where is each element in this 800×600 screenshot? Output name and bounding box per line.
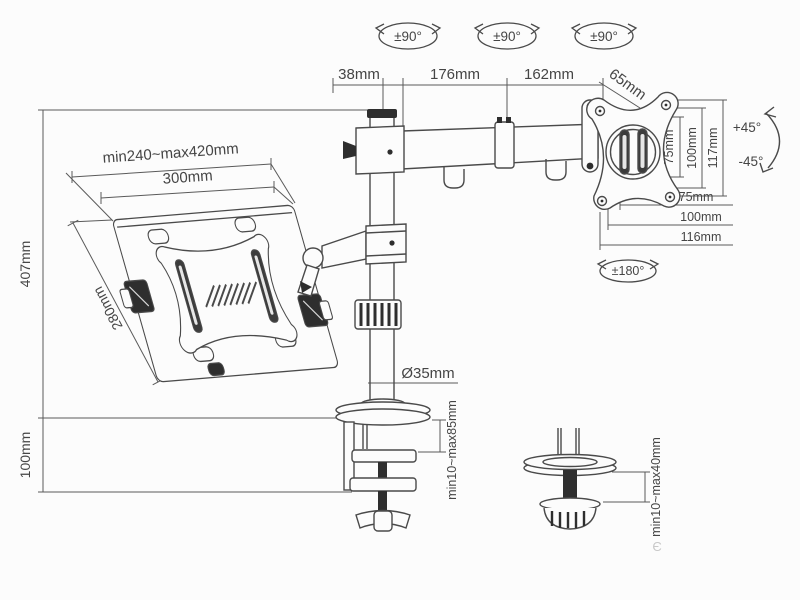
tilt-down-label: -45° bbox=[739, 154, 764, 169]
tray-width-label: 300mm bbox=[162, 167, 213, 187]
badge-vesa-rotation: ±180° bbox=[612, 264, 645, 278]
tilt-arrow bbox=[759, 106, 781, 173]
cable-clip bbox=[443, 167, 465, 189]
vesa-dim-117v: 117mm bbox=[706, 128, 720, 169]
clamp-height-label: 100mm bbox=[17, 432, 33, 479]
tray-side-clamp-right bbox=[297, 293, 334, 328]
vesa-plate bbox=[586, 91, 681, 211]
vesa-screw-holes bbox=[594, 99, 676, 207]
rotation-badge-pole-top bbox=[374, 22, 442, 50]
rotation-badge-vesa bbox=[596, 259, 660, 283]
laptop-tray bbox=[112, 204, 339, 383]
pole-collar bbox=[354, 299, 402, 330]
tilt-up-label: +45° bbox=[733, 120, 761, 135]
clamp-range-label: min10~max85mm bbox=[445, 400, 459, 500]
dim-176mm: 176mm bbox=[430, 66, 480, 83]
dim-162mm: 162mm bbox=[524, 66, 574, 83]
rotation-badge-arm-mid bbox=[473, 22, 541, 50]
dim-38mm: 38mm bbox=[338, 66, 380, 83]
vesa-dim-75h: 75mm bbox=[679, 190, 714, 204]
laptop-tray-arm bbox=[297, 223, 407, 297]
vesa-dim-75v: 75mm bbox=[662, 130, 676, 165]
vesa-dim-100h: 100mm bbox=[680, 210, 722, 224]
tray-side-clamp-left bbox=[119, 279, 155, 314]
desk-clamp bbox=[335, 398, 431, 532]
pole-top-cap bbox=[367, 109, 397, 118]
cable-clip bbox=[545, 159, 567, 181]
badge-arm-mid-rotation: ±90° bbox=[493, 29, 521, 44]
vesa-dim-116h: 116mm bbox=[681, 230, 722, 244]
pole-diameter-label: Ø35mm bbox=[401, 365, 454, 382]
vesa-dim-100v: 100mm bbox=[685, 127, 699, 169]
clamp-top-jaw bbox=[351, 449, 417, 463]
badge-pole-rotation: ±90° bbox=[394, 29, 422, 44]
grommet-mount bbox=[523, 428, 617, 530]
badge-arm-end-rotation: ±90° bbox=[590, 29, 618, 44]
rotation-badges bbox=[374, 22, 660, 283]
grommet-range-label: min10~max40mm bbox=[649, 437, 663, 537]
pole-height-label: 407mm bbox=[17, 241, 33, 288]
watermark-glyph: Є bbox=[652, 539, 661, 554]
arm-clamp-tab bbox=[343, 141, 356, 159]
rotation-badge-arm-end bbox=[570, 22, 638, 50]
clamp-bottom-jaw bbox=[349, 477, 417, 492]
dimension-lines bbox=[38, 78, 733, 503]
